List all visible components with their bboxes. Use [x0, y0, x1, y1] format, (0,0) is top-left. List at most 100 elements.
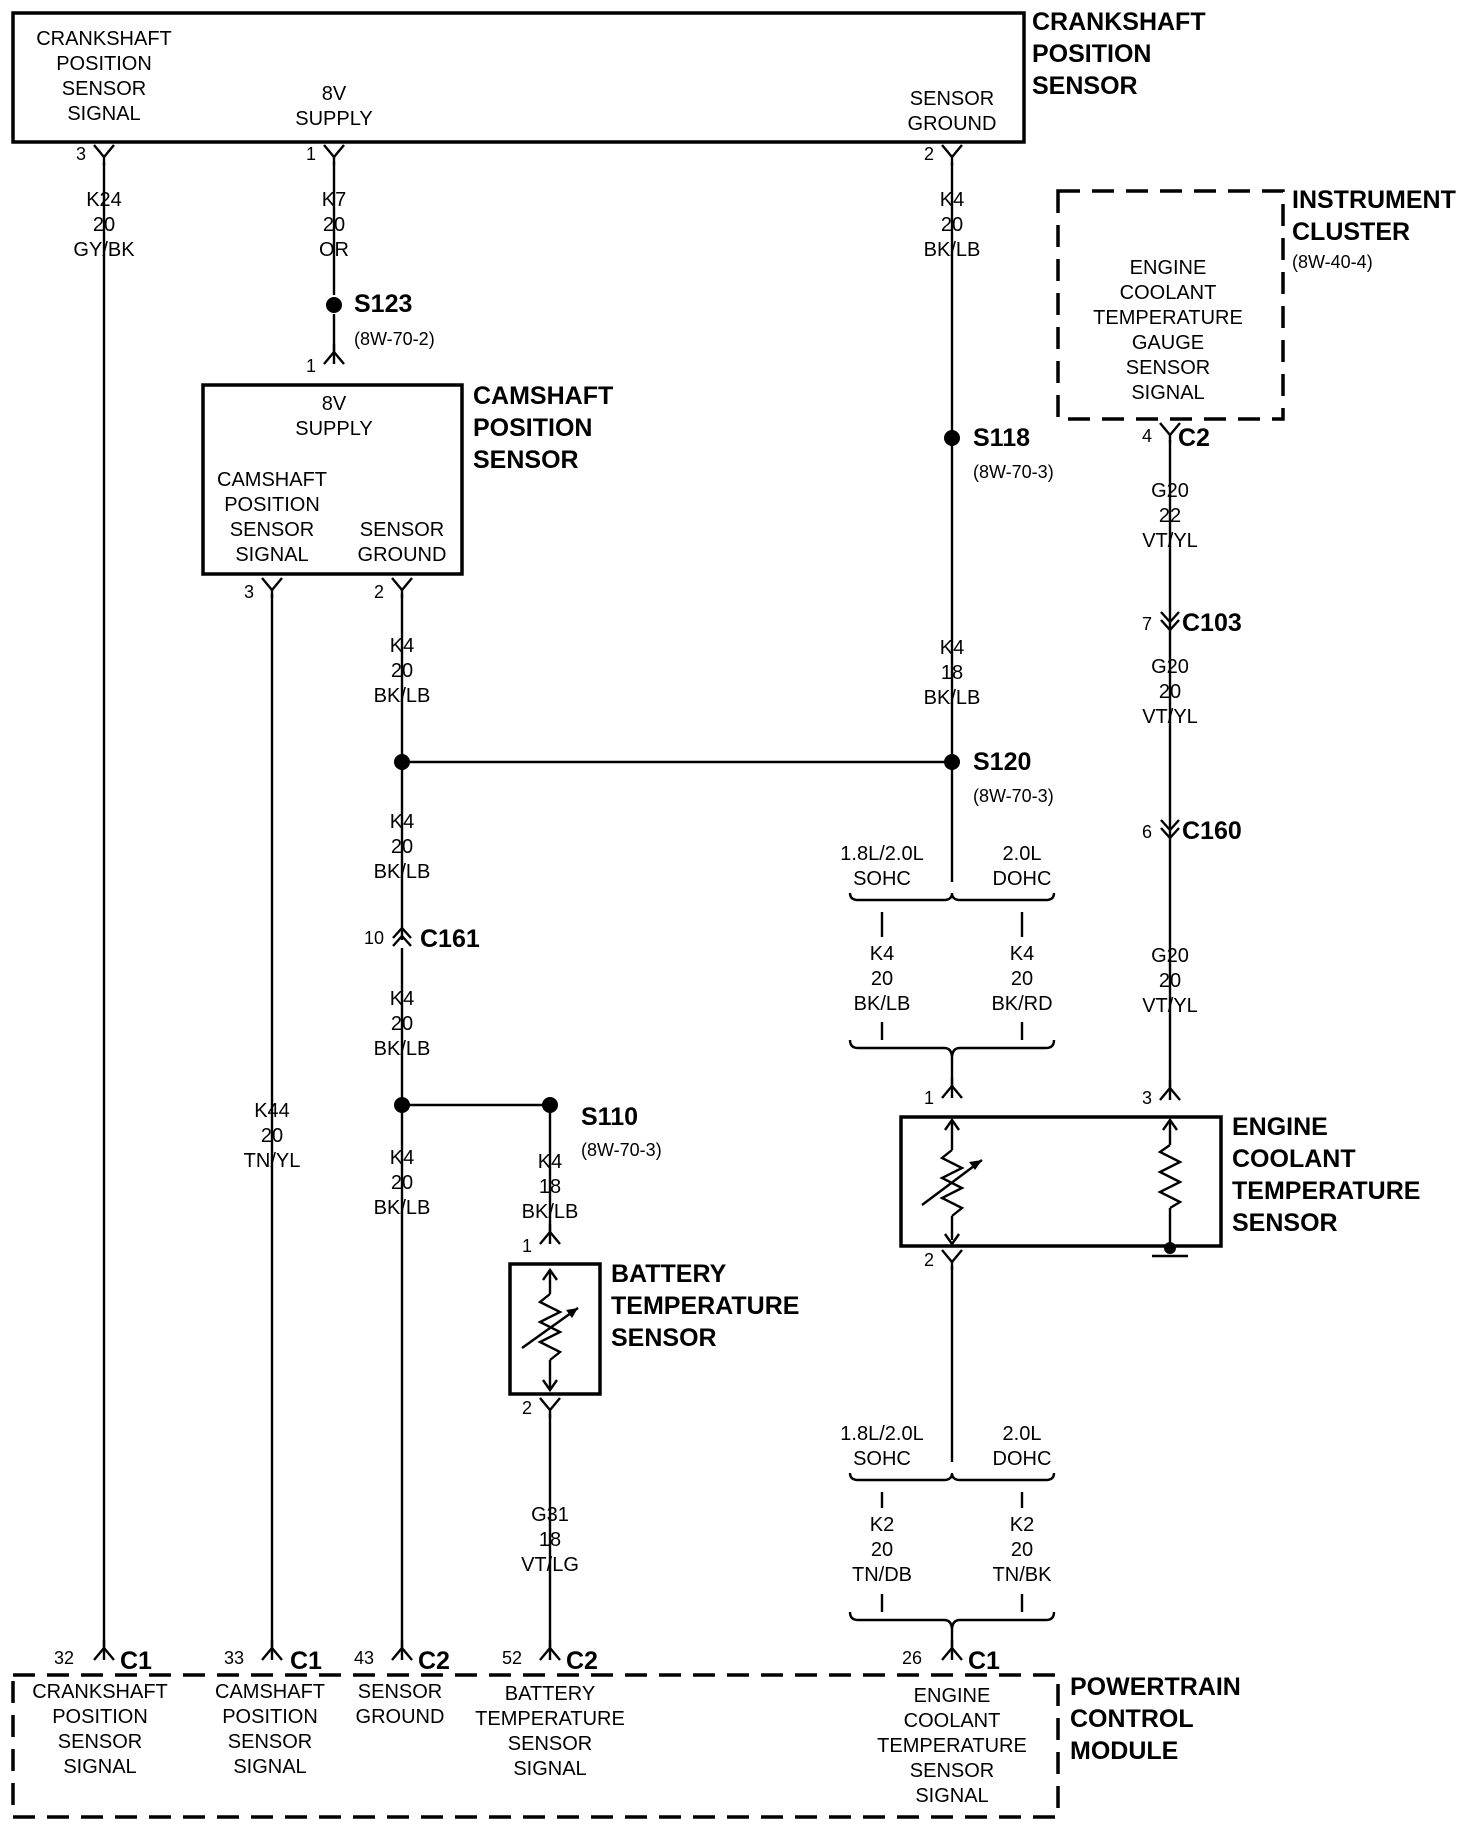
wire-label: 20 — [941, 214, 963, 236]
pcm-pin-label: CRANKSHAFT — [32, 1681, 168, 1703]
wire-label: BK/LB — [522, 1201, 579, 1223]
wire-label: 20 — [391, 660, 413, 682]
option-label: 1.8L/2.0L — [840, 1423, 923, 1445]
camshaft-sensor-box — [201, 383, 464, 576]
cmp-pin-label: SENSOR — [230, 519, 314, 541]
connector-name: C161 — [420, 925, 480, 953]
wire-label: 20 — [1011, 968, 1033, 990]
option-brace-3 — [848, 1472, 1056, 1482]
splice-name: S123 — [354, 290, 412, 318]
wire-label: 20 — [1011, 1539, 1033, 1561]
battery-temp-sensor-box — [508, 1262, 602, 1396]
pin-terminal — [1159, 422, 1181, 437]
instrument-cluster-ref: (8W-40-4) — [1292, 252, 1373, 272]
wire-label: 20 — [323, 214, 345, 236]
splice-s118-dot — [944, 430, 960, 446]
wire-label: 18 — [539, 1529, 561, 1551]
connector-name: C160 — [1182, 817, 1242, 845]
pcm-pin-label: COOLANT — [904, 1710, 1001, 1732]
wire-label: BK/LB — [374, 861, 431, 883]
pin-number: 1 — [306, 144, 316, 164]
wire-label: 20 — [871, 968, 893, 990]
wire-label: 20 — [391, 1172, 413, 1194]
option-label: DOHC — [993, 868, 1052, 890]
pcm-pin-label: SENSOR — [910, 1760, 994, 1782]
wire-label: 18 — [539, 1176, 561, 1198]
option-brace-2 — [848, 1039, 1056, 1059]
wire-label: K24 — [86, 189, 122, 211]
pin-number: 1 — [924, 1088, 934, 1108]
pin-terminal — [323, 144, 345, 159]
wire-label: 20 — [261, 1125, 283, 1147]
wire-label: 20 — [391, 836, 413, 858]
pin-terminal — [941, 1249, 963, 1264]
crankshaft-sensor-title: POSITION — [1032, 40, 1151, 68]
pcm-box — [11, 1673, 1060, 1819]
pin-terminal — [539, 1397, 561, 1412]
connector-name: C1 — [120, 1647, 152, 1675]
pcm-pin-label: SIGNAL — [513, 1758, 586, 1780]
wire-label: K4 — [940, 637, 964, 659]
pcm-pin-label: TEMPERATURE — [475, 1708, 625, 1730]
splice-ref: (8W-70-3) — [973, 462, 1054, 482]
wire-label: 20 — [871, 1539, 893, 1561]
wire-label: 20 — [391, 1013, 413, 1035]
connector-name: C103 — [1182, 609, 1242, 637]
option-label: 2.0L — [1003, 1423, 1042, 1445]
ckp-pin-label: CRANKSHAFT — [36, 28, 172, 50]
wire-label: BK/RD — [991, 993, 1052, 1015]
option-brace-4 — [848, 1611, 1056, 1631]
wire-label: BK/LB — [924, 239, 981, 261]
ect-gauge-resistor-icon — [1152, 1117, 1188, 1258]
option-brace-1 — [848, 892, 1056, 902]
option-label: DOHC — [993, 1448, 1052, 1470]
cmp-pin-label: SENSOR — [360, 519, 444, 541]
wire-label: K4 — [940, 189, 964, 211]
splice-s120-dot — [944, 754, 960, 770]
pin-number: 3 — [1142, 1088, 1152, 1108]
pin-number: 7 — [1142, 614, 1152, 634]
pin-number: 32 — [54, 1648, 74, 1668]
ckp-pin-label: SIGNAL — [67, 103, 140, 125]
pin-number: 2 — [522, 1398, 532, 1418]
pin-number: 6 — [1142, 822, 1152, 842]
instrument-cluster-title: CLUSTER — [1292, 218, 1410, 246]
cluster-pin-label: GAUGE — [1132, 332, 1204, 354]
splice-name: S110 — [581, 1103, 638, 1131]
pcm-pin-label: POSITION — [52, 1706, 148, 1728]
wire-label: TN/BK — [993, 1564, 1053, 1586]
ckp-pin-label: GROUND — [908, 113, 997, 135]
crankshaft-sensor-box — [11, 11, 1026, 144]
splice-ref: (8W-70-2) — [354, 329, 435, 349]
splice-junction-dot — [394, 754, 410, 770]
ckp-pin-label: SENSOR — [910, 88, 994, 110]
wire-label: BK/LB — [374, 1197, 431, 1219]
splice-name: S118 — [973, 424, 1030, 452]
pin-number: 52 — [502, 1648, 522, 1668]
wire-label: BK/LB — [374, 1038, 431, 1060]
ect-sensor-title: TEMPERATURE — [1232, 1177, 1420, 1205]
battery-temp-sensor-title: BATTERY — [611, 1260, 727, 1288]
option-label: SOHC — [853, 1448, 911, 1470]
ect-sensor-title: SENSOR — [1232, 1209, 1338, 1237]
splice-junction-dot-2 — [394, 1097, 410, 1113]
pcm-title: CONTROL — [1070, 1705, 1194, 1733]
pcm-title: POWERTRAIN — [1070, 1673, 1241, 1701]
wire-label: K7 — [322, 189, 346, 211]
wire-label: BK/LB — [854, 993, 911, 1015]
pcm-pin-label: SIGNAL — [63, 1756, 136, 1778]
option-label: SOHC — [853, 868, 911, 890]
cmp-pin-label: GROUND — [358, 544, 447, 566]
wire-label: VT/YL — [1142, 530, 1198, 552]
wire-label: 20 — [93, 214, 115, 236]
wire-label: TN/YL — [244, 1150, 301, 1172]
cluster-pin-label: SENSOR — [1126, 357, 1210, 379]
wire-label: G31 — [531, 1504, 569, 1526]
crankshaft-sensor-title: CRANKSHAFT — [1032, 8, 1206, 36]
camshaft-sensor-title: SENSOR — [473, 446, 579, 474]
wire-label: K44 — [254, 1100, 290, 1122]
inline-connector-chevron — [1160, 619, 1180, 632]
pin-terminal — [261, 577, 283, 592]
wire-label: K4 — [538, 1151, 562, 1173]
